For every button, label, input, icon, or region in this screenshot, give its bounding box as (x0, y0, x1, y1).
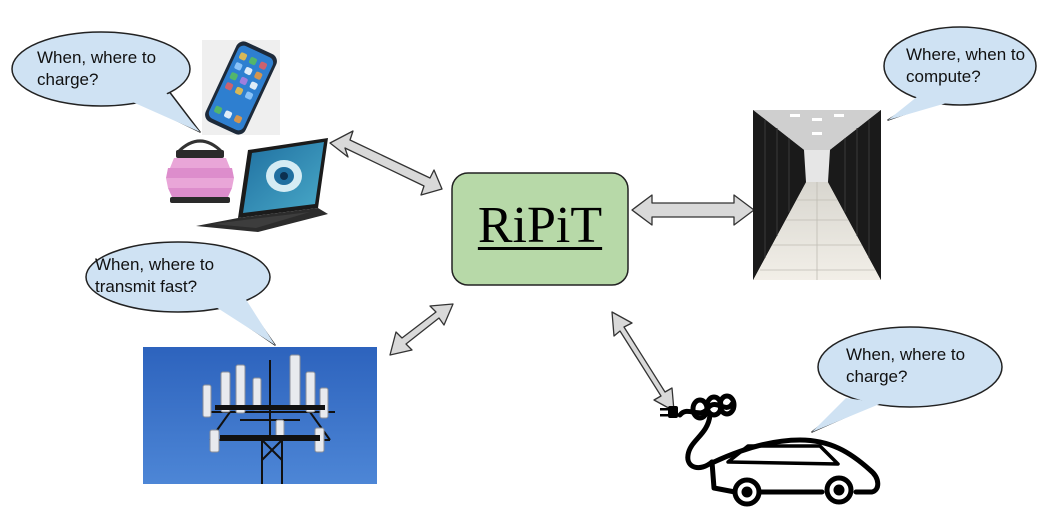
double-arrow-datacenter (631, 194, 755, 226)
ripit-hub-label: RiPiT (477, 197, 603, 254)
devices-question: When, where to charge? (37, 47, 156, 91)
speech-bubble-devices (11, 31, 201, 133)
double-arrow-devices (329, 130, 443, 196)
ev-question-line1: When, where to (846, 345, 966, 364)
tower-question: When, where to transmit fast? (95, 254, 214, 298)
datacenter-question: Where, when to compute? (906, 44, 1025, 88)
lantern-icon (162, 138, 240, 206)
plug-icon (660, 406, 678, 418)
smartphone-icon (202, 40, 280, 135)
laptop-icon (196, 138, 328, 232)
speech-bubble-datacenter (883, 26, 1037, 121)
datacenter-question-line2: compute? (906, 67, 981, 86)
devices-question-line2: charge? (37, 70, 99, 89)
devices-question-line1: When, where to (37, 48, 157, 67)
speech-bubble-tower (85, 241, 276, 346)
datacenter-question-line1: Where, when to (906, 45, 1026, 64)
datacenter-icon (753, 110, 881, 280)
ev-question: When, where to charge? (846, 344, 965, 388)
tower-question-line2: transmit fast? (95, 277, 198, 296)
ev-question-line2: charge? (846, 367, 908, 386)
electric-car-icon (677, 393, 881, 507)
cell-tower-icon (143, 347, 377, 484)
ripit-hub-box (451, 172, 629, 286)
tower-question-line1: When, where to (95, 255, 215, 274)
speech-bubble-ev (811, 326, 1003, 433)
double-arrow-ev (611, 311, 675, 412)
double-arrow-tower (389, 303, 454, 356)
